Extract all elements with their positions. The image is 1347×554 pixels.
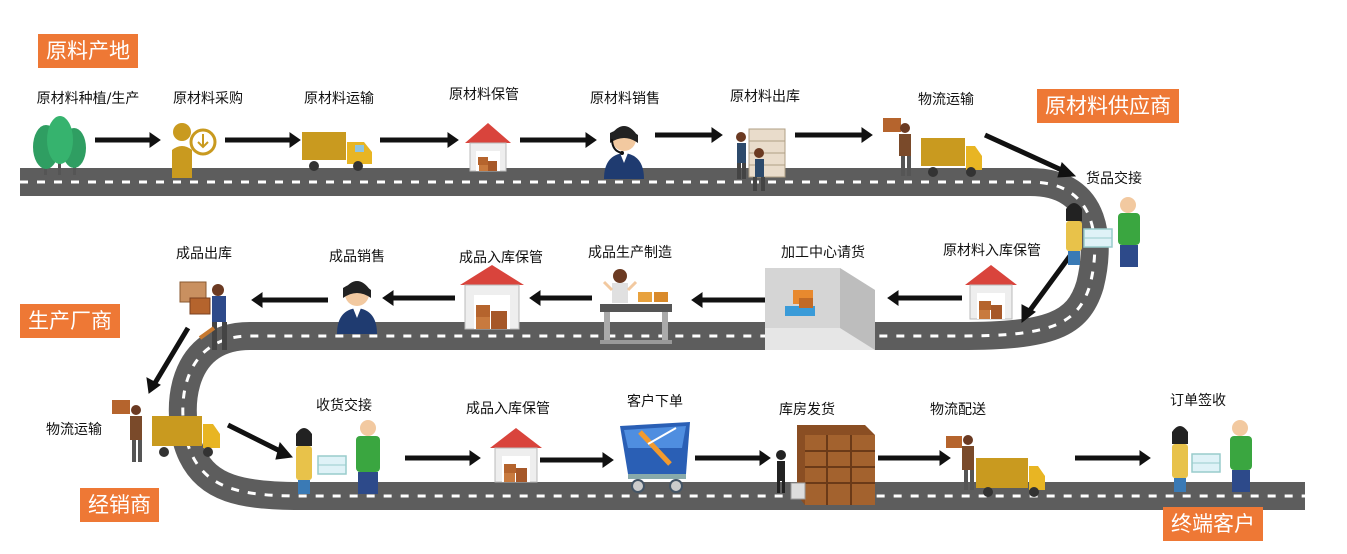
- delivery-truck-icon: [112, 400, 220, 462]
- warehouse-icon: [460, 265, 524, 329]
- warehouse-icon: [490, 428, 542, 482]
- tag-manufacturer: 生产厂商: [20, 304, 120, 338]
- step-label: 货品交接: [1086, 170, 1142, 188]
- step-label: 物流运输: [46, 421, 102, 439]
- shipping-shelf-icon: [776, 425, 875, 505]
- tag-distributor: 经销商: [80, 488, 159, 522]
- step-label: 成品出库: [176, 245, 232, 263]
- tag-raw-supplier: 原材料供应商: [1037, 89, 1179, 123]
- step-label: 订单签收: [1170, 392, 1226, 410]
- trees-icon: [33, 116, 86, 175]
- step-label: 原材料保管: [449, 86, 519, 104]
- step-label: 成品入库保管: [466, 400, 550, 418]
- warehouse-icon: [965, 265, 1017, 319]
- step-label: 原材料出库: [730, 88, 800, 106]
- sales-agent-icon: [604, 127, 644, 179]
- step-label: 物流运输: [918, 91, 974, 109]
- step-label: 原材料销售: [590, 90, 660, 108]
- step-label: 物流配送: [930, 401, 986, 419]
- step-label: 客户下单: [627, 393, 683, 411]
- step-label: 收货交接: [316, 397, 372, 415]
- step-label: 原材料入库保管: [943, 242, 1041, 260]
- step-label: 成品销售: [329, 248, 385, 266]
- step-label: 成品生产制造: [588, 244, 672, 262]
- sales-agent-icon: [337, 282, 377, 334]
- truck-icon: [302, 132, 372, 171]
- step-label: 原材料采购: [173, 90, 243, 108]
- shopping-cart-icon: [620, 422, 690, 492]
- step-label: 原材料种植/生产: [37, 90, 140, 108]
- handover-icon: [1172, 420, 1252, 492]
- warehouse-icon: [465, 123, 511, 171]
- step-label: 成品入库保管: [459, 249, 543, 267]
- processing-center-icon: [765, 268, 875, 350]
- step-label: 库房发货: [779, 401, 835, 419]
- step-label: 原材料运输: [304, 90, 374, 108]
- tag-raw-origin: 原料产地: [38, 34, 138, 68]
- tag-end-customer: 终端客户: [1163, 507, 1263, 541]
- step-label: 加工中心请货: [781, 244, 865, 262]
